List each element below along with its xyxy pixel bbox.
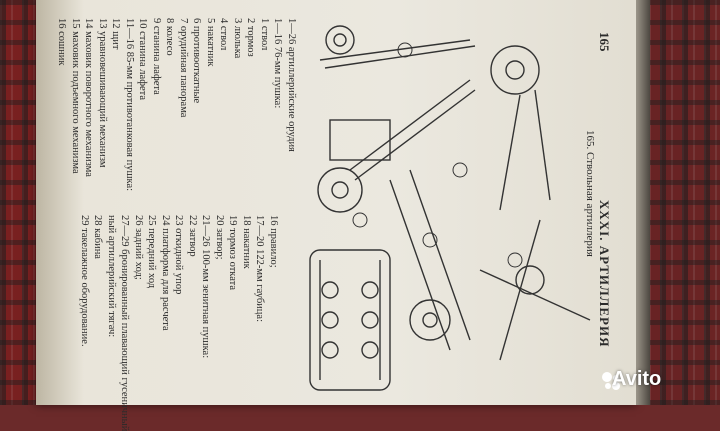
legend-right-column: 16 правило; 17—20 122-мм гаубица: 18 нак… (78, 215, 281, 431)
book-spine (636, 0, 650, 405)
legend-entry: 22 затвор (187, 215, 198, 257)
legend-entry: 5 накатник (205, 18, 216, 67)
legend-entry: 24 платформа для расчета (160, 215, 171, 331)
avito-watermark: Avito (612, 368, 662, 390)
legend-entry: 10 станина лафета (137, 18, 149, 101)
legend-entry: 13 уравновешивающий механизм (97, 18, 108, 168)
legend-entry: 7 орудийная панорама (178, 18, 189, 118)
legend-entry: 1—26 артиллерийские орудия (286, 18, 297, 152)
legend-entry: 25 передний ход (146, 215, 158, 289)
legend-entry: 23 откидной упор (173, 215, 185, 295)
legend-entry: 11—16 85-мм противотанковая пушка: (124, 18, 135, 192)
legend-entry: 20 затвор; (214, 215, 225, 260)
legend-entry: 1 ствол (259, 18, 270, 51)
legend-entry: 12 щит (110, 18, 122, 50)
legend-entry: 6 противооткатные (191, 18, 203, 104)
legend-entry: 16 правило; (268, 215, 279, 268)
legend-entry: 16 сошник (56, 18, 68, 66)
legend-entry: 27—29 бронированный плавающий гусеничный (119, 215, 131, 431)
legend-entry: 2 тормоз (245, 18, 257, 57)
legend-entry: 3 люлька (232, 18, 243, 59)
legend-entry: 18 накатник (241, 215, 252, 269)
avito-logo-icon (602, 372, 620, 390)
legend-entry: 29 такелажное оборудование. (79, 215, 90, 347)
artillery-illustration (309, 25, 591, 391)
book-page (36, 0, 636, 405)
legend-entry: 19 тормоз отката (227, 215, 239, 290)
legend-entry: 15 маховик подъемного механизма (70, 18, 81, 174)
legend-entry: 21—26 100-мм зенитная пушка: (200, 215, 212, 359)
legend-entry: 4 ствол (218, 18, 230, 51)
legend-entry: 1—16 76-мм пушка: (272, 18, 284, 109)
legend-entry: ный артиллерийский тягач: (106, 215, 117, 338)
legend-entry: 8 колесо (164, 18, 176, 56)
legend-entry: 28 кабина (92, 215, 104, 259)
legend-entry: 14 маховик поворотного механизма (83, 18, 95, 177)
legend-entry: 26 задний ход; (133, 215, 144, 280)
legend-left-column: 1—26 артиллерийские орудия 1—16 76-мм пу… (55, 18, 298, 191)
legend-entry: 9 станина лафета (151, 18, 162, 95)
legend-entry: 17—20 122-мм гаубица: (254, 215, 266, 322)
